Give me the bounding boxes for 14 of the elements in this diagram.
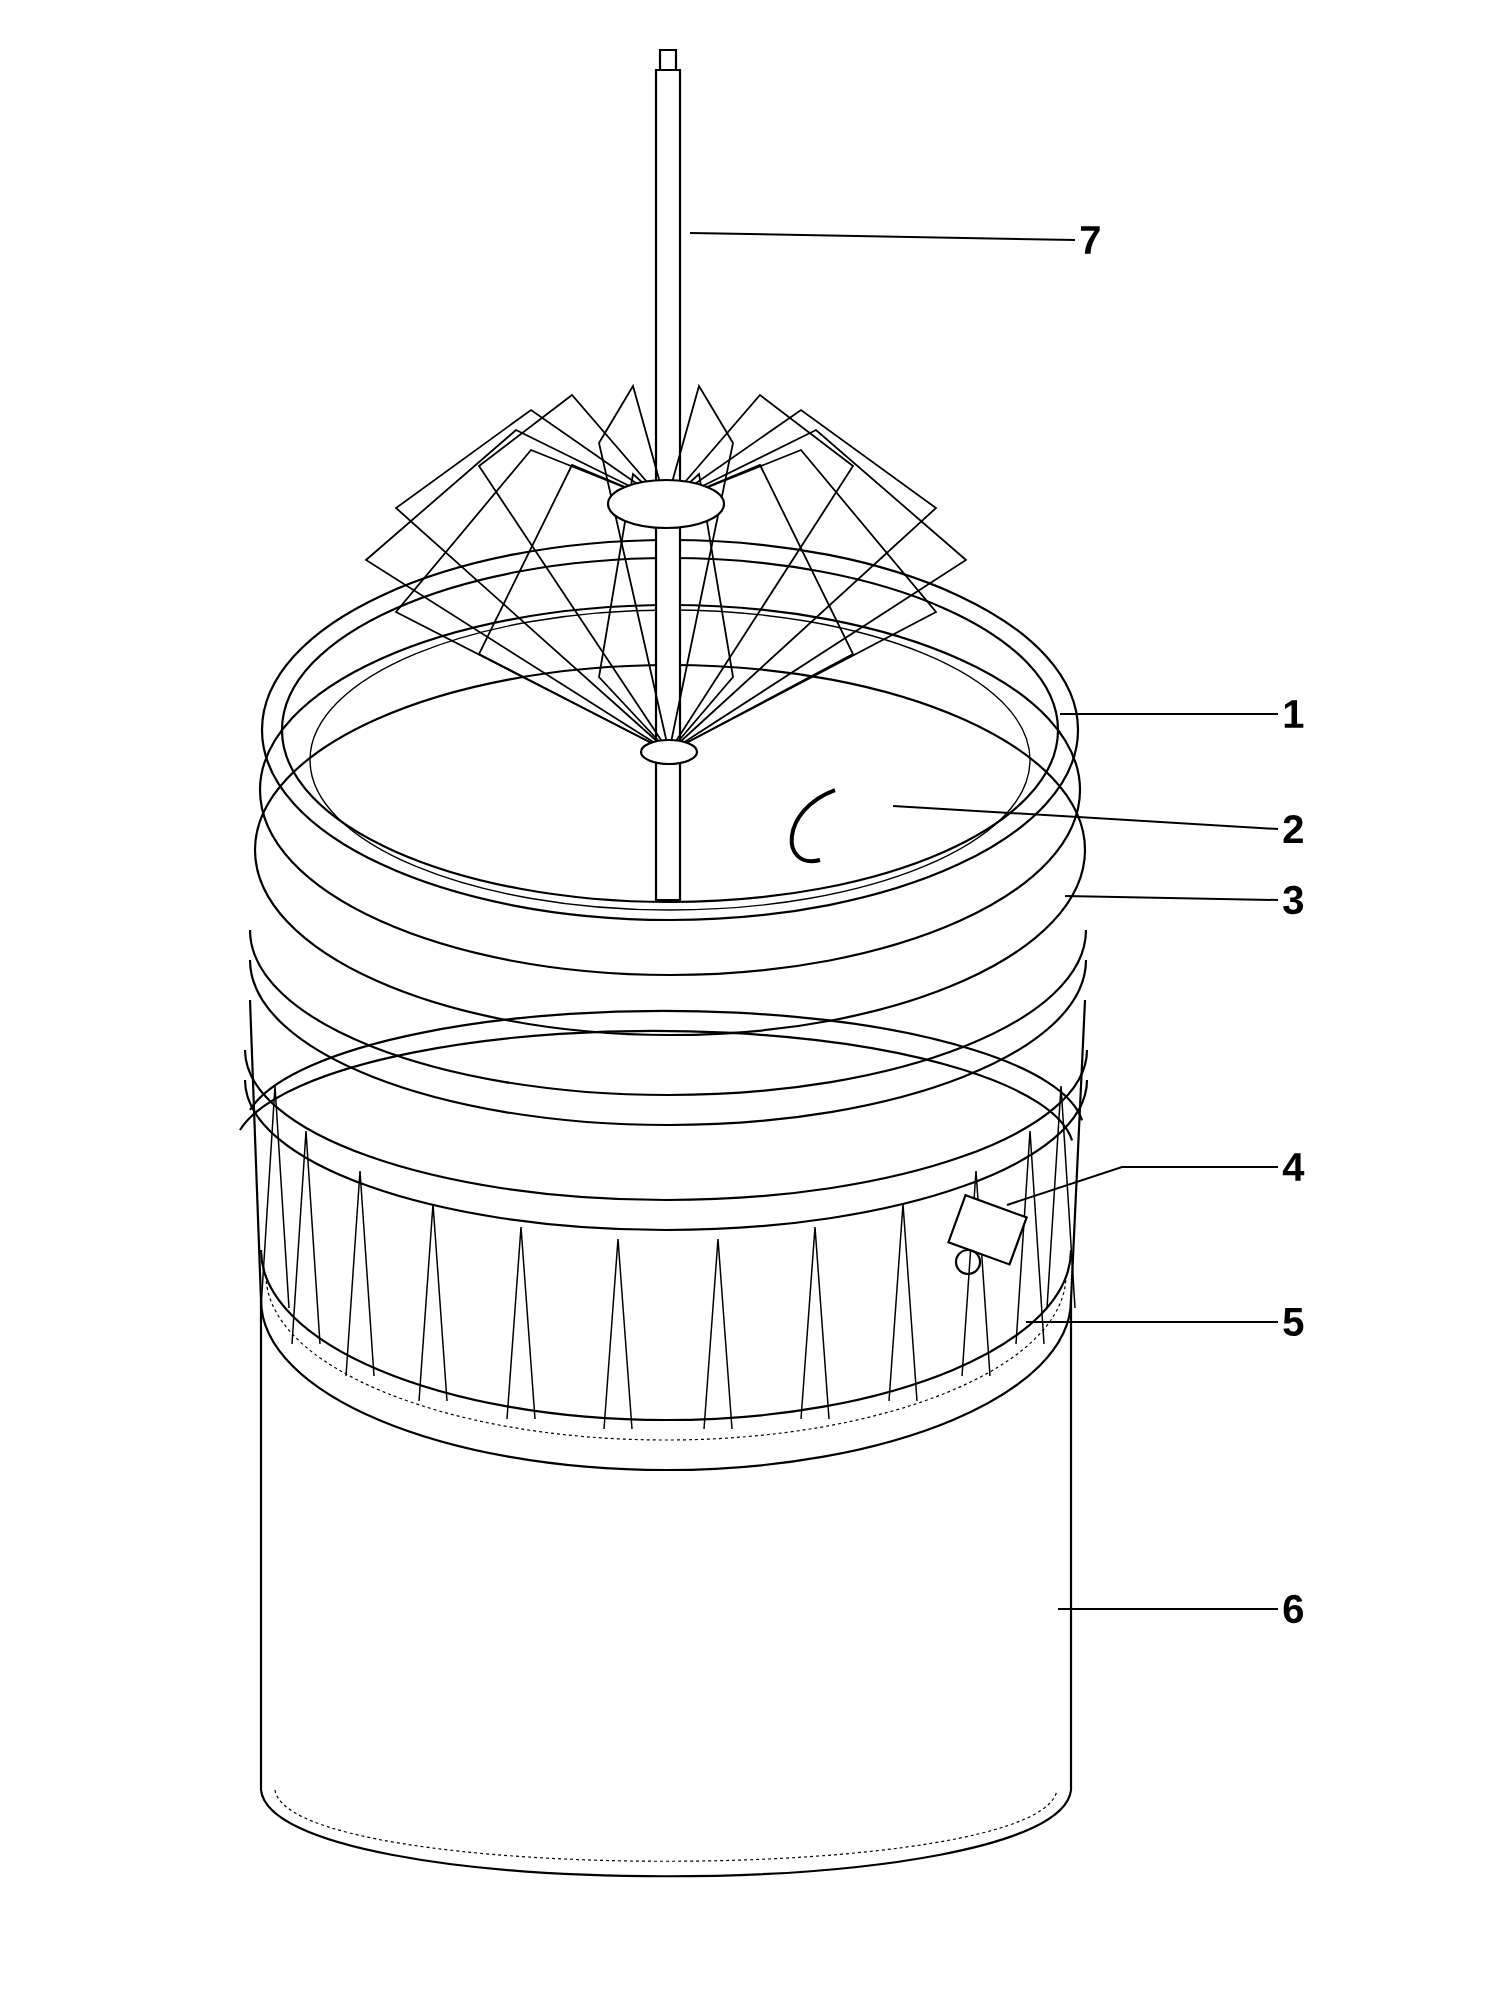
callout-number: 7 — [1080, 226, 1100, 254]
leader-line — [1025, 1321, 1279, 1323]
leader-line — [892, 805, 1279, 830]
callout-number: 2 — [1283, 815, 1303, 843]
leader-line — [1057, 1608, 1279, 1610]
callout-number: 5 — [1283, 1308, 1304, 1336]
leader-line — [1064, 895, 1279, 901]
callout-number: 4 — [1282, 1153, 1305, 1181]
leader-line — [1006, 1166, 1279, 1206]
leader-line — [689, 232, 1076, 241]
callout-number: 3 — [1283, 885, 1303, 915]
callout-number: 1 — [1284, 700, 1304, 728]
callout-number: 6 — [1283, 1594, 1303, 1624]
leader-line — [1059, 713, 1279, 715]
